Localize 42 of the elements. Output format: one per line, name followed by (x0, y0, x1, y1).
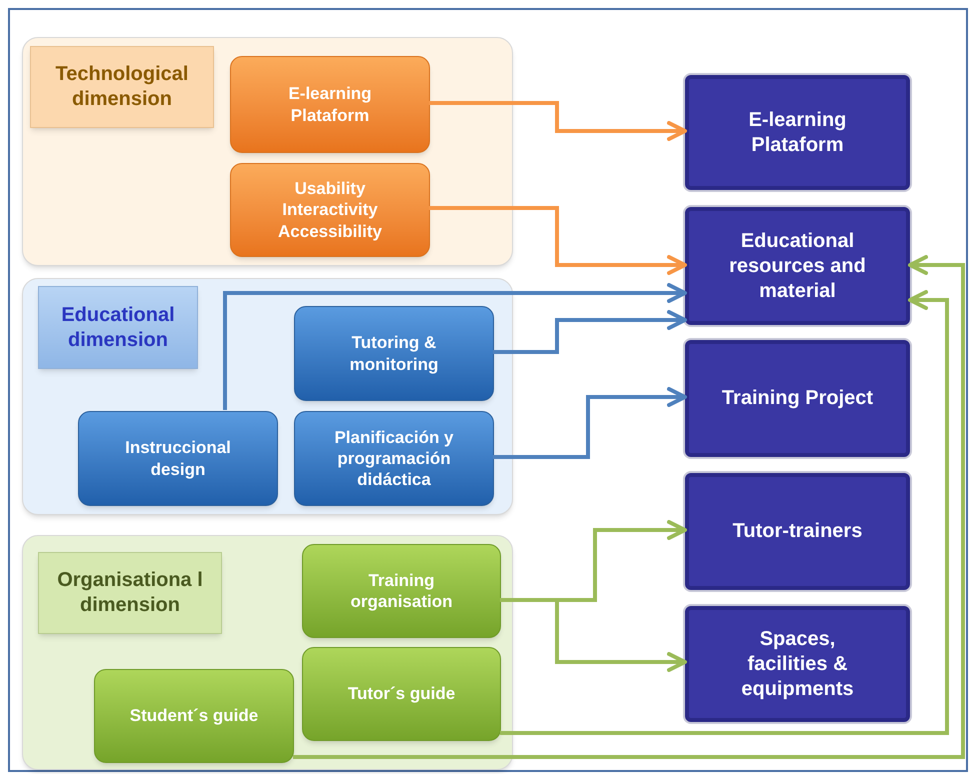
dimension-label (38, 552, 222, 634)
dimension-label (30, 46, 214, 128)
dimension-label (38, 286, 198, 369)
outcome-box (685, 207, 910, 325)
process-box (78, 411, 278, 506)
box-text: Tutor´s guide (348, 683, 456, 705)
process-box (294, 306, 494, 401)
group-panel (22, 37, 513, 266)
outcome-box (685, 340, 910, 457)
process-box (94, 669, 294, 763)
arrow (429, 101, 687, 141)
arrow (293, 255, 965, 759)
arrow (500, 290, 949, 735)
box-text: Tutor-trainers (732, 519, 862, 544)
process-box (294, 411, 494, 506)
box-text: Training Project (722, 386, 874, 411)
process-box (302, 544, 501, 638)
process-box (230, 56, 430, 153)
arrow (493, 387, 687, 459)
box-text: Educational resources and material (728, 228, 867, 304)
box-text: Usability Interactivity Accessibility (277, 178, 383, 242)
arrow (429, 206, 687, 275)
group-panel (22, 535, 513, 770)
box-text: Technological dimension (54, 62, 190, 112)
box-text: E-learning Plataform (748, 108, 848, 158)
arrow (223, 283, 687, 410)
box-text: Educational dimension (60, 302, 176, 352)
group-panel (22, 278, 513, 515)
box-text: Instruccional design (124, 437, 232, 480)
box-text: Planificación y programación didáctica (333, 426, 455, 490)
outcome-box (685, 473, 910, 590)
box-text: E-learning Plataform (287, 83, 373, 126)
outcome-box (685, 75, 910, 190)
box-text: Training organisation (349, 570, 454, 612)
box-text: Student´s guide (130, 705, 258, 727)
process-box (230, 163, 430, 257)
process-box (302, 647, 501, 741)
box-text: Spaces, facilities & equipments (740, 626, 855, 702)
box-text: Organisationa l dimension (56, 568, 204, 618)
box-text: Tutoring & monitoring (348, 332, 440, 375)
arrow (493, 310, 687, 354)
outcome-box (685, 606, 910, 722)
